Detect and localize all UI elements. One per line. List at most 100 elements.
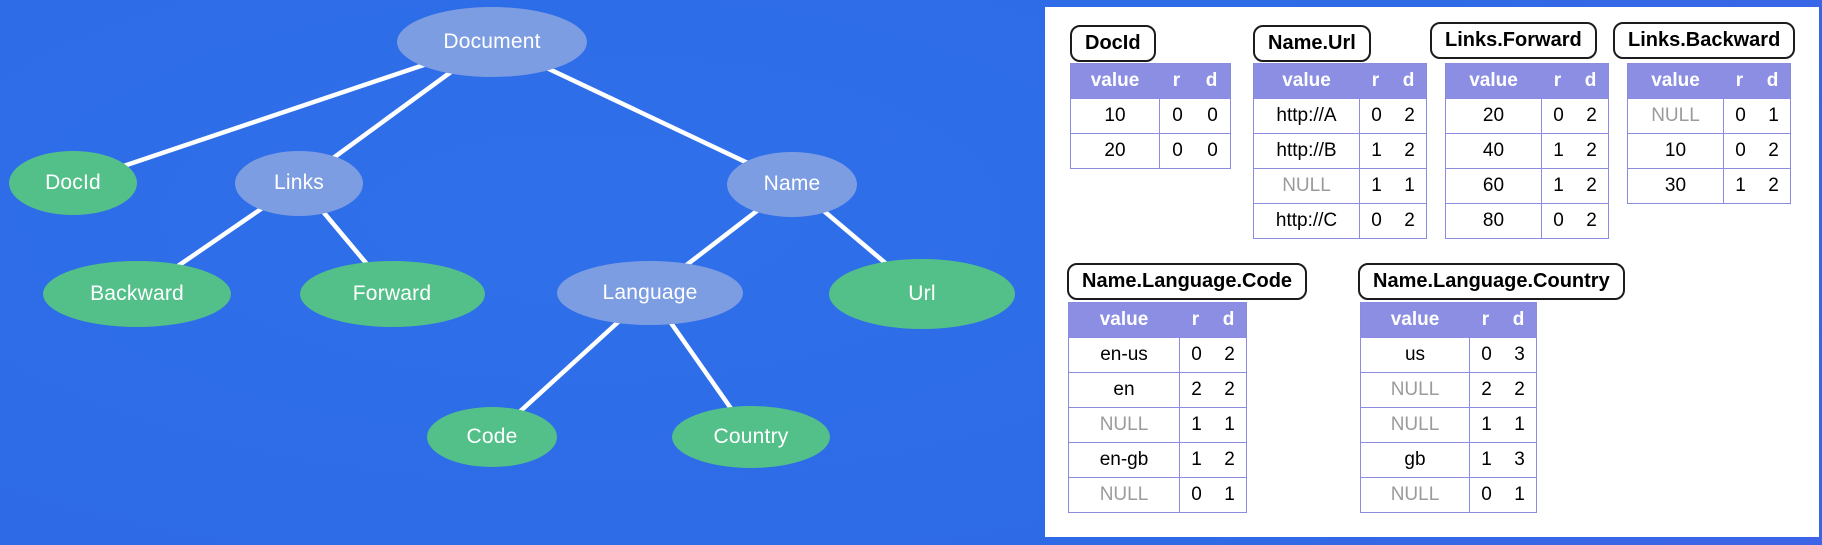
cell-d: 2	[1404, 140, 1415, 161]
cell-r: 2	[1469, 373, 1503, 407]
table-title-docid: DocId	[1070, 25, 1156, 62]
cell-d: 1	[1514, 414, 1525, 435]
header-cell-r: r	[1172, 70, 1181, 91]
header-cell-d: d	[1766, 70, 1779, 91]
cell-r: 1	[1469, 408, 1503, 442]
header-cell-r: r	[1553, 70, 1562, 91]
tree-node-docid: DocId	[9, 151, 137, 215]
table-header-row: value r d	[1071, 64, 1230, 98]
cell-value: gb	[1404, 449, 1426, 470]
header-cell-value: value	[1099, 309, 1149, 330]
tree-node-label: Code	[466, 425, 518, 448]
cell-value: en	[1113, 379, 1135, 400]
cell-value: en-gb	[1099, 449, 1149, 470]
cell-r: 0	[1469, 338, 1503, 372]
cell-r: 0	[1359, 204, 1393, 238]
cell-d: 1	[1224, 414, 1235, 435]
tree-node-label: Backward	[90, 282, 184, 305]
cell-r: 0	[1723, 134, 1757, 168]
cell-r: 0	[1179, 478, 1213, 512]
tree-node-links: Links	[235, 150, 363, 216]
header-cell-value: value	[1090, 70, 1140, 91]
cell-d: 2	[1404, 210, 1415, 231]
cell-r: 0	[1723, 99, 1757, 133]
table-header-row: value r d	[1446, 64, 1608, 98]
cell-r: 1	[1179, 408, 1213, 442]
cell-value: http://B	[1276, 140, 1337, 161]
cell-value: 10	[1104, 105, 1126, 126]
tree-node-url: Url	[829, 259, 1015, 329]
cell-value: NULL	[1651, 105, 1700, 126]
tree-node-label: Document	[443, 30, 541, 53]
header-cell-d: d	[1512, 309, 1525, 330]
table-title-name-url: Name.Url	[1253, 25, 1371, 62]
header-cell-d: d	[1584, 70, 1597, 91]
header-cell-value: value	[1282, 70, 1331, 91]
tree-node-label: DocId	[45, 171, 101, 194]
header-cell-value: value	[1469, 70, 1518, 91]
cell-r: 0	[1469, 478, 1503, 512]
tree-node-label: Links	[273, 171, 325, 194]
cell-d: 2	[1586, 175, 1597, 196]
cell-d: 1	[1404, 175, 1415, 196]
table-title-name-language-country: Name.Language.Country	[1358, 263, 1625, 300]
cell-r: 1	[1359, 169, 1393, 203]
tree-node-label: Language	[602, 281, 698, 304]
tree-node-name: Name	[727, 151, 857, 217]
table-title-links-backward: Links.Backward	[1613, 22, 1796, 59]
cell-value: NULL	[1282, 175, 1331, 196]
tree-node-code: Code	[427, 407, 557, 467]
cell-value: 10	[1664, 140, 1687, 161]
header-cell-d: d	[1205, 70, 1218, 91]
cell-r: 0	[1179, 338, 1213, 372]
cell-r: 1	[1359, 134, 1393, 168]
cell-r: 0	[1159, 134, 1195, 168]
cell-r: 0	[1359, 99, 1393, 133]
tree-node-label: Name	[763, 172, 821, 195]
tree-node-forward: Forward	[299, 261, 485, 327]
cell-value: NULL	[1099, 414, 1149, 435]
cell-r: 1	[1179, 443, 1213, 477]
cell-d: 3	[1514, 449, 1525, 470]
cell-d: 1	[1514, 484, 1525, 505]
cell-value: http://C	[1275, 210, 1338, 231]
cell-d: 2	[1586, 105, 1597, 126]
cell-value: 80	[1482, 210, 1505, 231]
table-title-name-language-code: Name.Language.Code	[1067, 263, 1308, 300]
tree-node-backward: Backward	[43, 261, 231, 327]
cell-r: 0	[1541, 99, 1575, 133]
cell-d: 2	[1586, 210, 1597, 231]
cell-value: 60	[1482, 175, 1505, 196]
header-cell-r: r	[1735, 70, 1744, 91]
cell-r: 1	[1541, 169, 1575, 203]
tree-node-country: Country	[672, 406, 830, 468]
header-cell-r: r	[1191, 309, 1200, 330]
cell-value: NULL	[1390, 379, 1440, 400]
header-cell-value: value	[1651, 70, 1700, 91]
tree-node-label: Url	[908, 282, 936, 305]
